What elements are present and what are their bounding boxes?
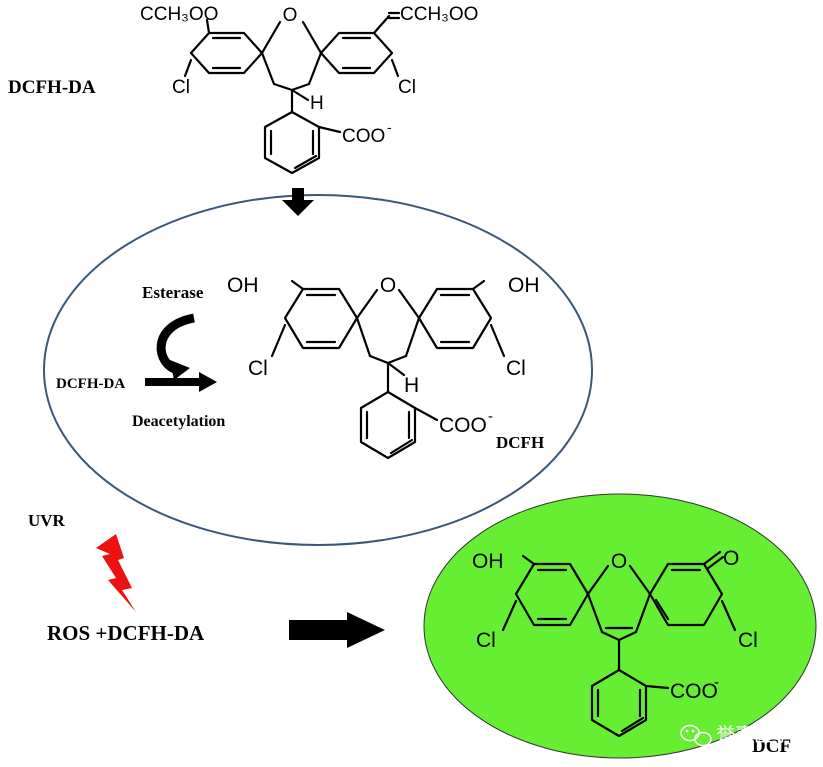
dcfh-da-acetate-left: CCH₃OO (140, 4, 218, 25)
dcf-cl-left: Cl (476, 629, 496, 652)
dcfh-cl-left: Cl (248, 357, 268, 380)
dcfh-cl-right: Cl (506, 357, 526, 380)
molecule-dcfh: OH O OH Cl Cl H COO - (227, 274, 540, 460)
oxidation-arrow-shaft (289, 620, 349, 640)
dcfh-da-left-ring (189, 31, 264, 75)
dcf-oh-left: OH (472, 550, 504, 573)
molecule-dcf: OH O O Cl Cl COO - (472, 547, 758, 738)
cell-ellipse (43, 194, 593, 546)
dcfh-da-hydrogen: H (310, 93, 324, 114)
dcfh-hydrogen: H (404, 374, 419, 397)
dcfh-da-carboxylate: COO (342, 126, 385, 147)
dcfh-da-acetate-right: CCH₃OO (400, 4, 478, 25)
dcfh-oh-left: OH (227, 274, 259, 297)
dcf-carboxylate: COO (670, 680, 718, 703)
dcfh-da-cl-right: Cl (398, 77, 416, 98)
deacetylation-arrow-shaft (145, 378, 201, 386)
watermark-text: 誉嘉医学 (716, 724, 792, 746)
dcfh-ring-oxygen: O (380, 274, 396, 297)
dcfh-oh-right: OH (508, 274, 540, 297)
label-dcfh-da-top: DCFH-DA (8, 77, 96, 98)
watermark: 誉嘉医学 (680, 724, 792, 747)
label-ros-reaction: ROS +DCFH-DA (47, 621, 205, 645)
dcf-charge: - (714, 674, 719, 691)
label-esterase: Esterase (142, 283, 204, 302)
dcf-keto-oxygen: O (723, 547, 739, 570)
curved-arrowhead-icon (170, 360, 190, 380)
down-arrow-icon (282, 188, 314, 216)
molecule-dcfh-da: CCH₃OO O CCH₃OO Cl Cl H COO - (140, 4, 478, 175)
lightning-icon (96, 534, 136, 612)
dcfh-da-benzoate-ring (263, 110, 321, 175)
wechat-icon (680, 724, 712, 747)
label-dcfh: DCFH (496, 433, 544, 452)
dcf-ring-oxygen: O (611, 550, 627, 573)
dcfh-da-charge: - (387, 119, 392, 135)
right-arrow-small-icon (199, 372, 217, 392)
dcfh-da-cl-left: Cl (172, 77, 190, 98)
dcfh-da-ring-oxygen: O (283, 5, 298, 26)
label-dcfh-da-inner: DCFH-DA (56, 376, 125, 392)
dcfh-left-ring (283, 287, 359, 350)
label-dcf: DCF (752, 736, 791, 757)
dcf-left-ring (514, 562, 590, 627)
dcf-fluorescent-ellipse (423, 493, 817, 759)
right-arrow-large-icon (347, 612, 385, 648)
dcfh-carboxylate: COO (439, 414, 487, 437)
label-uvr: UVR (28, 511, 66, 530)
dcfh-charge: - (488, 408, 493, 425)
dcf-cl-right: Cl (738, 629, 758, 652)
label-deacetylation: Deacetylation (132, 413, 225, 430)
